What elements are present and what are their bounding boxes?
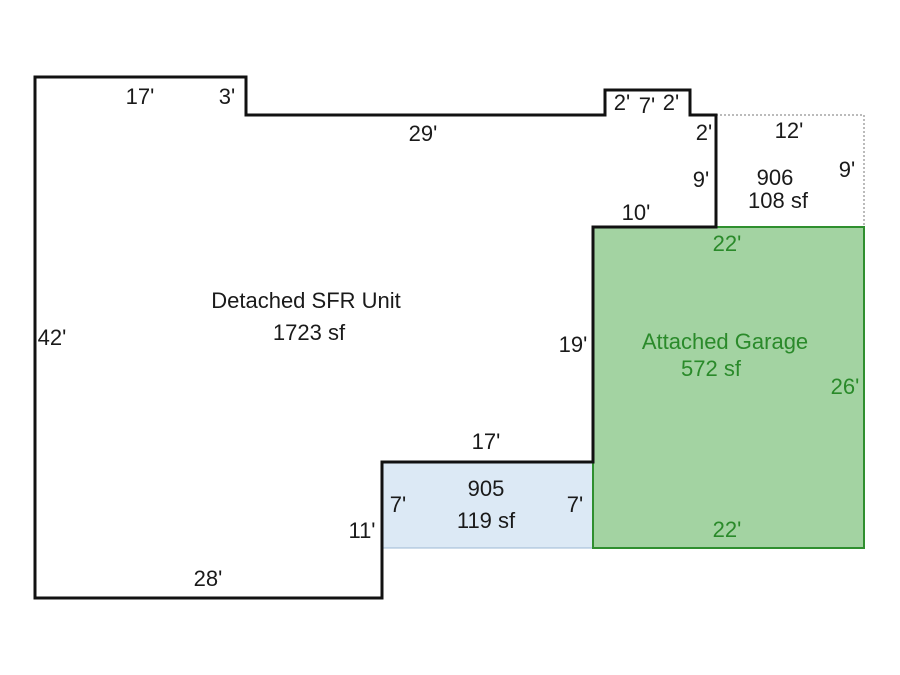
dim-room906-top-12: 12' (775, 118, 804, 143)
dim-garage-bottom-22: 22' (713, 517, 742, 542)
dim-bump-2a: 2' (614, 90, 630, 115)
dim-bottom-28: 28' (194, 566, 223, 591)
attached-garage-area (592, 226, 865, 549)
dim-garage-top-22: 22' (713, 231, 742, 256)
dim-top-left-17: 17' (126, 84, 155, 109)
main-unit-area: 1723 sf (273, 320, 346, 345)
room-906-area: 108 sf (748, 188, 809, 213)
dim-left-42: 42' (38, 325, 67, 350)
dim-notch-11: 11' (348, 518, 375, 543)
dim-bump-2b: 2' (663, 90, 679, 115)
dim-room905-right-7: 7' (567, 492, 583, 517)
main-unit-name: Detached SFR Unit (211, 288, 401, 313)
room-905-area: 119 sf (457, 508, 516, 533)
dim-side-9: 9' (693, 167, 709, 192)
dim-step-2: 2' (696, 120, 712, 145)
room-905-area (381, 461, 594, 549)
detached-sfr-outline (33, 75, 718, 600)
garage-area: 572 sf (681, 356, 742, 381)
dim-notch-top-17: 17' (472, 429, 501, 454)
room-906-id: 906 (757, 165, 794, 190)
garage-name: Attached Garage (642, 329, 808, 354)
dim-bump-7: 7' (639, 93, 655, 118)
dim-garage-right-26: 26' (831, 374, 860, 399)
dim-top-3: 3' (219, 84, 235, 109)
dim-ledge-10: 10' (622, 200, 651, 225)
dim-top-29: 29' (409, 121, 438, 146)
room-905-id: 905 (468, 476, 505, 501)
dim-room906-right-9: 9' (839, 157, 855, 182)
dim-room905-left-7: 7' (390, 492, 406, 517)
dim-inner-19: 19' (559, 332, 588, 357)
